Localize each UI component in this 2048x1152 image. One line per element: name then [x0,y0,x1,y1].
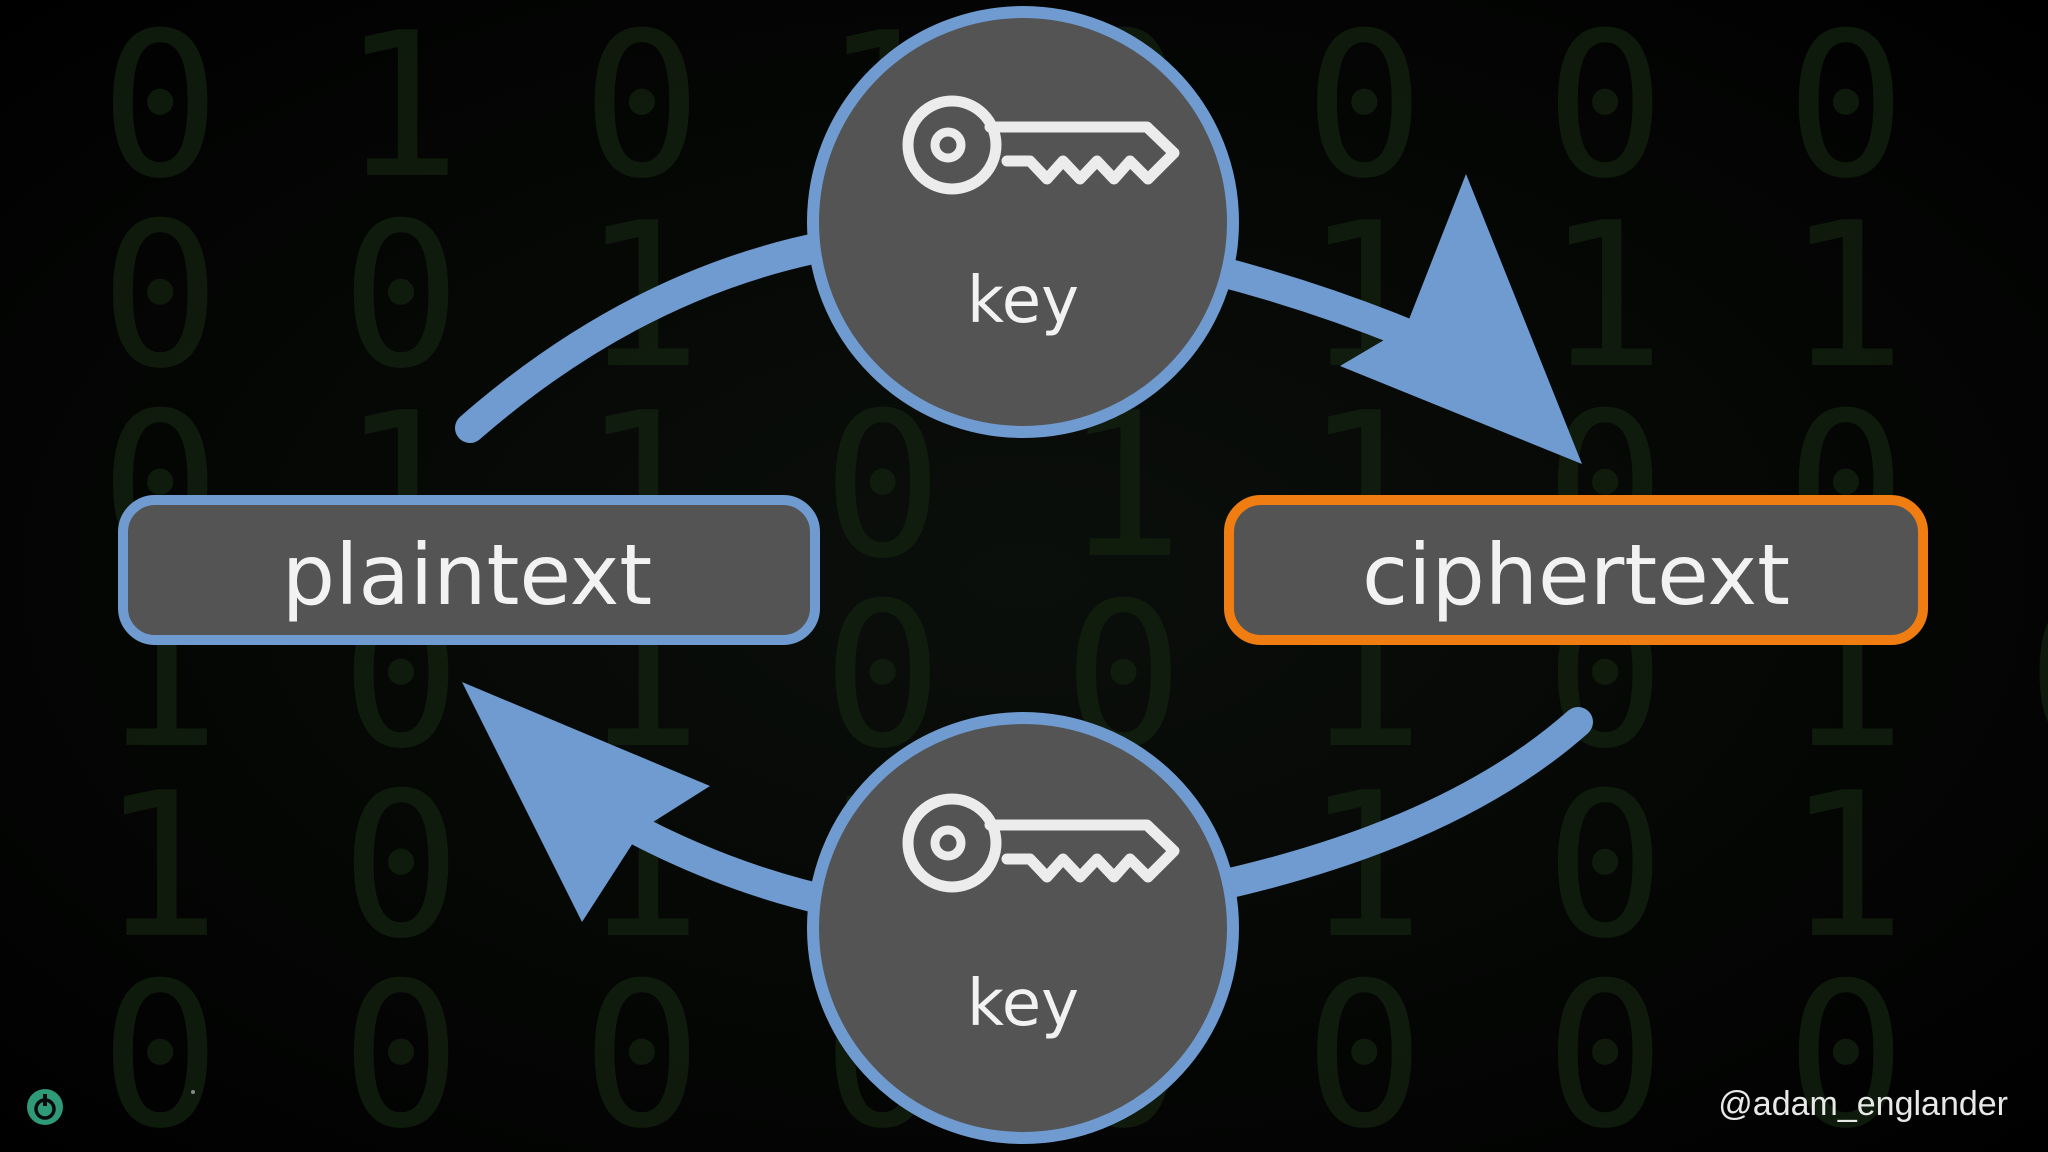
ciphertext-node: ciphertext [1224,495,1928,645]
bottom-key-label: key [967,967,1079,1041]
plaintext-node: plaintext [118,495,820,645]
slide-marker-dot [191,1090,195,1094]
encryption-key-node: key [807,6,1239,438]
decryption-key-node: key [807,712,1239,1144]
ciphertext-label: ciphertext [1362,526,1790,624]
plaintext-label: plaintext [282,526,653,624]
power-logo-icon [27,1089,63,1125]
decrypt-arrowhead [462,682,710,922]
top-key-label: key [967,264,1079,338]
twitter-handle: @adam_englander [1718,1085,2008,1123]
encrypt-arrowhead [1340,174,1582,464]
